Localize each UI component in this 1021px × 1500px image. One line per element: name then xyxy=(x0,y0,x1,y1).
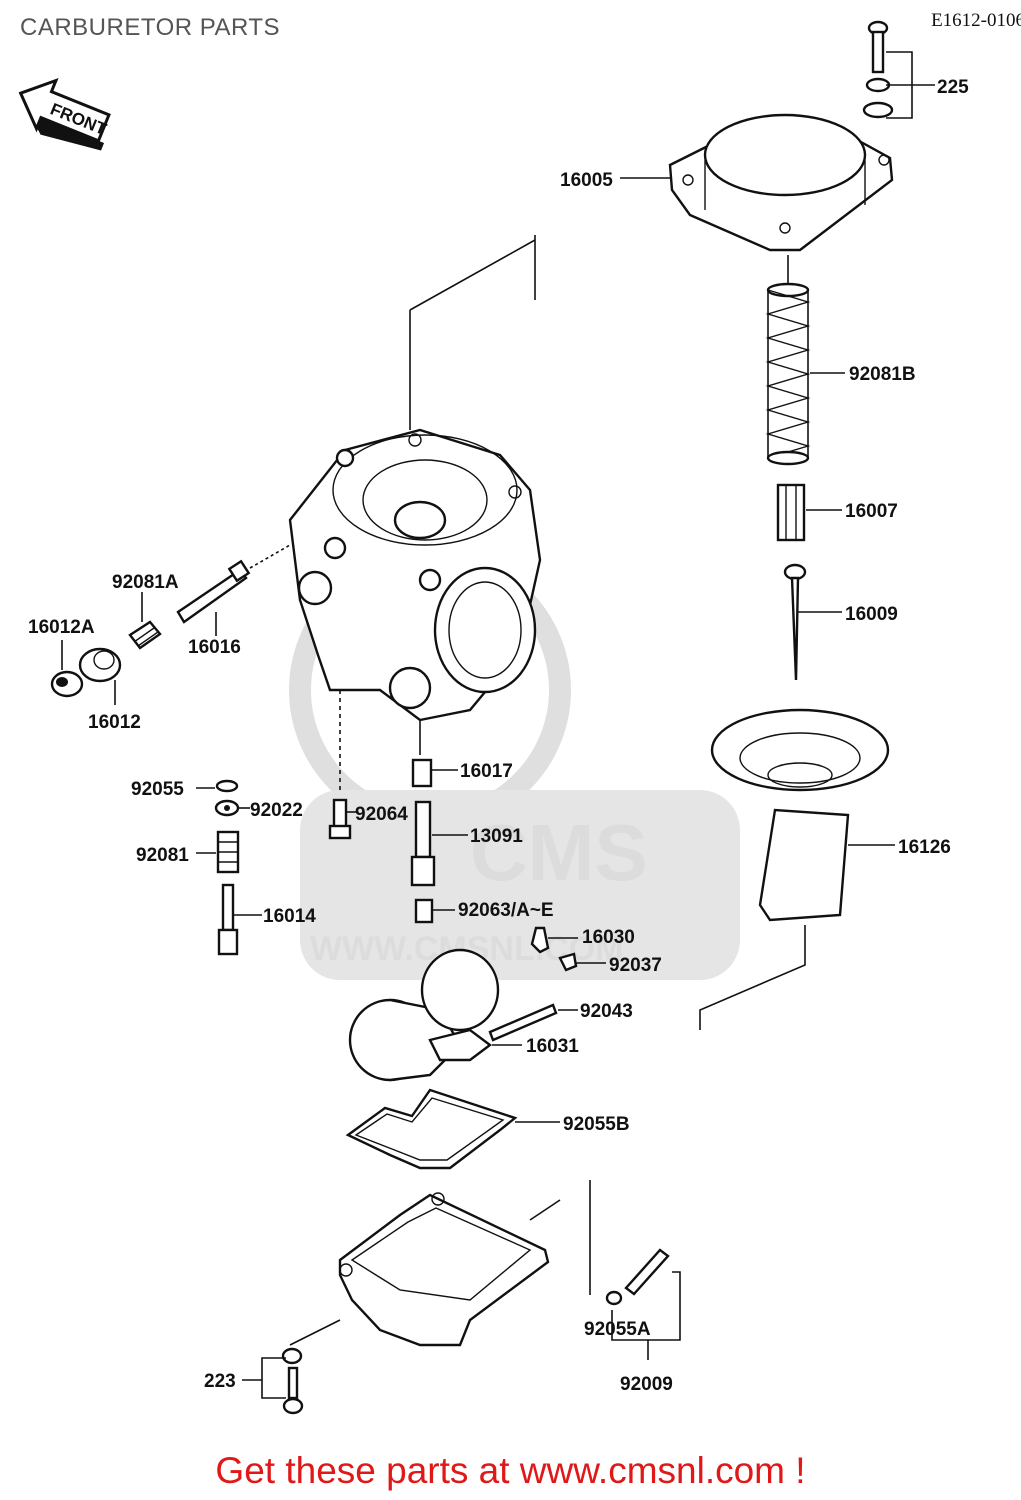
callout-225: 225 xyxy=(937,77,969,98)
callout-16030: 16030 xyxy=(582,927,635,948)
callout-16012A: 16012A xyxy=(28,617,95,638)
main-jet-icon xyxy=(414,898,434,924)
callout-92037: 92037 xyxy=(609,955,662,976)
callout-16009: 16009 xyxy=(845,604,898,625)
callout-92081B: 92081B xyxy=(849,364,916,385)
callout-92064: 92064 xyxy=(355,804,408,825)
gasket-icon xyxy=(345,1088,518,1170)
callout-16016: 16016 xyxy=(188,637,241,658)
pilot-jet-icon xyxy=(328,798,352,840)
callout-16012: 16012 xyxy=(88,712,141,733)
needle-jet-icon xyxy=(410,800,436,887)
callout-16017: 16017 xyxy=(460,761,513,782)
float-bowl-icon xyxy=(338,1192,550,1347)
callout-16007: 16007 xyxy=(845,501,898,522)
callout-92081: 92081 xyxy=(136,845,189,866)
callout-92009: 92009 xyxy=(620,1374,673,1395)
spring-92081-icon xyxy=(216,830,240,874)
callout-16014: 16014 xyxy=(263,906,316,927)
small-spring-icon xyxy=(128,620,162,650)
watermark-logo: CMS xyxy=(470,808,648,897)
bowl-screw-icon xyxy=(281,1347,304,1415)
front-arrow-icon: FRONT xyxy=(18,77,111,151)
float-icon xyxy=(348,948,500,1082)
jet-needle-icon xyxy=(783,563,807,681)
callout-92063: 92063/A~E xyxy=(458,900,554,921)
spring-icon xyxy=(765,282,811,466)
washer-icon xyxy=(214,779,240,817)
callout-92055A: 92055A xyxy=(584,1319,651,1340)
callout-92055: 92055 xyxy=(131,779,184,800)
page-title: CARBURETOR PARTS xyxy=(20,14,281,41)
needle-holder-icon xyxy=(776,483,806,542)
pilot-screw-icon xyxy=(176,559,251,624)
carburetor-body-icon xyxy=(288,428,542,722)
drawing-code: E1612-0106 xyxy=(931,10,1021,31)
plug-icon xyxy=(78,647,122,683)
screw-icon xyxy=(862,20,894,119)
drain-screw-icon xyxy=(605,1248,670,1306)
top-cover-icon xyxy=(668,113,894,252)
vacuum-piston-icon xyxy=(710,708,890,922)
callout-16031: 16031 xyxy=(526,1036,579,1057)
carburetor-exploded-diagram: CMS WWW.CMSNL.COM FRONT xyxy=(18,20,969,1415)
callout-223: 223 xyxy=(204,1371,236,1392)
callout-92055B: 92055B xyxy=(563,1114,630,1135)
callout-16005: 16005 xyxy=(560,170,613,191)
float-pin-icon xyxy=(488,1003,558,1042)
callout-16126: 16126 xyxy=(898,837,951,858)
callout-13091: 13091 xyxy=(470,826,523,847)
jet-holder-icon xyxy=(411,758,433,788)
callout-92022: 92022 xyxy=(250,800,303,821)
starter-plunger-icon xyxy=(217,883,239,956)
cap-icon xyxy=(50,670,84,698)
callout-92043: 92043 xyxy=(580,1001,633,1022)
footer-link-text[interactable]: Get these parts at www.cmsnl.com ! xyxy=(215,1450,806,1491)
callout-92081A: 92081A xyxy=(112,572,179,593)
float-valve-icon xyxy=(530,926,578,972)
